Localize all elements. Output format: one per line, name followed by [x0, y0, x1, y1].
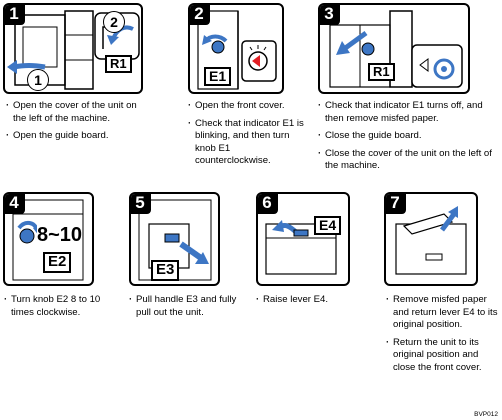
- label-e3: E3: [151, 260, 180, 281]
- instruction: Open the front cover.: [188, 100, 308, 113]
- step-number: 7: [386, 194, 406, 214]
- step-2-drawing: [197, 10, 277, 90]
- step-7-illustration: 7: [384, 192, 478, 286]
- instruction: Close the guide board.: [318, 130, 498, 143]
- step-2-illustration: 2 E1: [188, 3, 284, 94]
- instruction: Open the cover of the unit on the left o…: [6, 100, 146, 125]
- instruction: Raise lever E4.: [256, 294, 366, 307]
- step-6-drawing: [265, 220, 337, 275]
- instruction: Pull handle E3 and fully pull out the un…: [129, 294, 244, 319]
- label-e2: E2: [43, 252, 72, 273]
- step-2-instructions: Open the front cover. Check that indicat…: [188, 100, 308, 173]
- instruction: Turn knob E2 8 to 10 times clockwise.: [4, 294, 114, 319]
- step-5-illustration: 5 E3: [129, 192, 220, 286]
- instruction: Remove misfed paper and return lever E4 …: [386, 294, 498, 332]
- step-number: 5: [131, 194, 151, 214]
- label-e1: E1: [204, 67, 232, 87]
- step-4-instructions: Turn knob E2 8 to 10 times clockwise.: [4, 294, 114, 324]
- step-number: 3: [320, 5, 340, 25]
- step-3-drawing: [329, 10, 463, 88]
- callout-2: 2: [103, 11, 125, 33]
- step-3-illustration: 3 R1: [318, 3, 470, 94]
- step-number: 2: [190, 5, 210, 25]
- step-6-instructions: Raise lever E4.: [256, 294, 366, 312]
- instruction: Close the cover of the unit on the left …: [318, 148, 498, 173]
- callout-1: 1: [27, 69, 49, 91]
- step-1-illustration: 1 R1 1 2: [3, 3, 143, 94]
- instruction: Check that indicator E1 turns off, and t…: [318, 100, 498, 125]
- instruction: Open the guide board.: [6, 130, 146, 143]
- label-r1: R1: [368, 63, 395, 82]
- step-number: 4: [5, 194, 25, 214]
- turns-label: 8~10: [37, 224, 83, 247]
- step-6-illustration: 6 E4: [256, 192, 350, 286]
- label-e4: E4: [314, 216, 342, 236]
- step-number: 6: [258, 194, 278, 214]
- step-3-instructions: Check that indicator E1 turns off, and t…: [318, 100, 498, 178]
- instruction: Check that indicator E1 is blinking, and…: [188, 118, 308, 168]
- step-5-instructions: Pull handle E3 and fully pull out the un…: [129, 294, 244, 324]
- step-1-instructions: Open the cover of the unit on the left o…: [6, 100, 146, 148]
- step-4-illustration: 4 8~10 E2: [3, 192, 94, 286]
- step-number: 1: [5, 5, 25, 25]
- label-r1: R1: [105, 55, 132, 74]
- instruction: Return the unit to its original position…: [386, 337, 498, 375]
- figure-code: BVP012: [474, 411, 498, 418]
- step-7-instructions: Remove misfed paper and return lever E4 …: [386, 294, 498, 380]
- step-7-drawing: [395, 206, 467, 275]
